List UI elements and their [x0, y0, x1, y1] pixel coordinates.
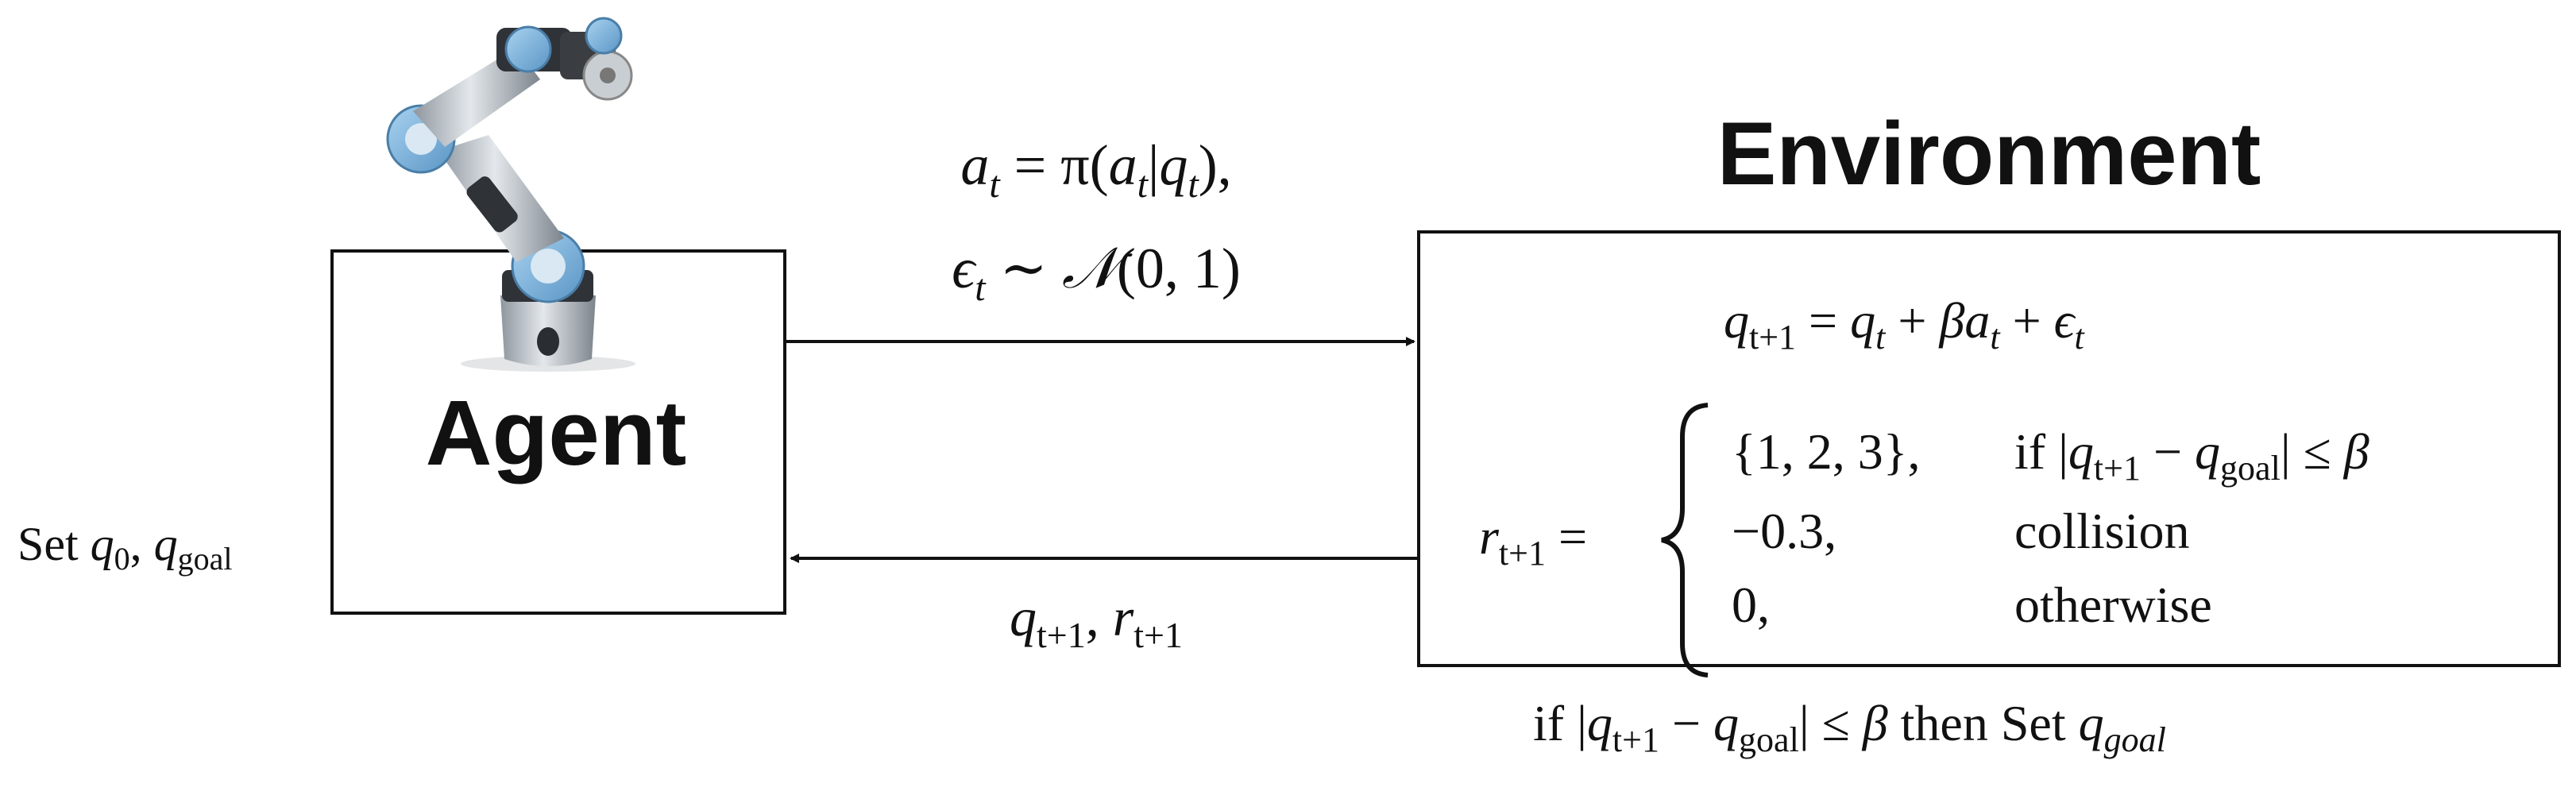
reward-definition: rt+1 = {1, 2, 3}, if |qt+1 − qgoal| ≤ β …	[1479, 403, 2369, 677]
action-label-line2: ϵt ∼ 𝒩(0, 1)	[952, 237, 1241, 309]
reward-case-2-value: −0.3,	[1732, 503, 1836, 559]
reward-case-1-condition: if |qt+1 − qgoal| ≤ β	[2014, 423, 2369, 488]
environment-box	[1417, 230, 2561, 667]
agent-init-text: Set q0, qgoal	[17, 518, 233, 577]
agent-title: Agent	[426, 381, 687, 484]
action-label-line1: at = π(at|qt),	[960, 133, 1231, 206]
reward-case-3-value: 0,	[1732, 577, 1770, 633]
reward-brace	[1661, 403, 1709, 677]
feedback-label: qt+1, rt+1	[1010, 587, 1183, 655]
environment-title: Environment	[1717, 104, 2261, 203]
reward-case-2-condition: collision	[2014, 503, 2189, 559]
transition-equation: qt+1 = qt + βat + ϵt	[1724, 292, 2085, 357]
reward-case-1-value: {1, 2, 3},	[1732, 423, 1920, 480]
reward-lhs: rt+1 =	[1479, 508, 1587, 573]
goal-rule: if |qt+1 − qgoal| ≤ β then Set qgoal	[1533, 695, 2166, 759]
robot-arm-icon	[386, 17, 635, 372]
reward-case-3-condition: otherwise	[2014, 577, 2212, 633]
